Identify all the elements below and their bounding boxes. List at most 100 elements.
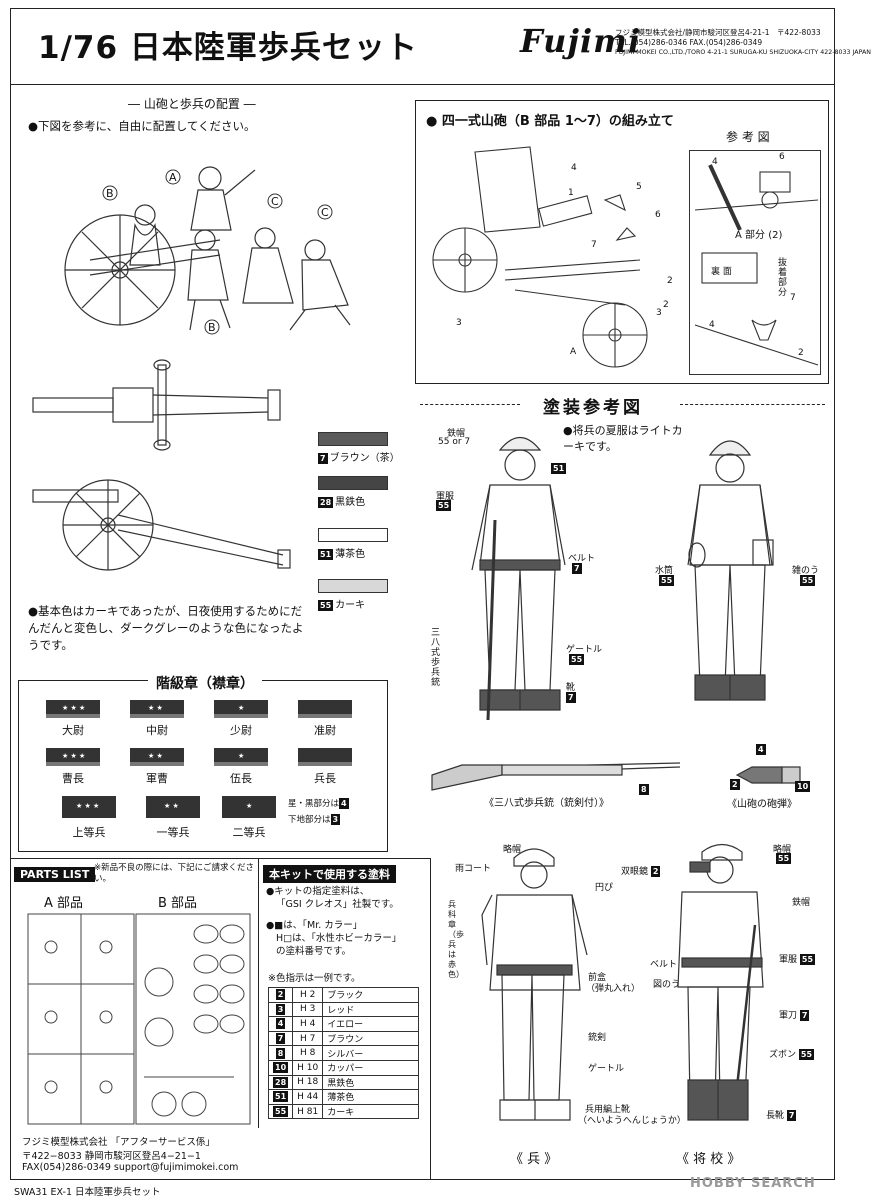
paint-name: レッド xyxy=(322,1001,420,1018)
label-rifle-side: 三八式歩兵銃 xyxy=(431,628,441,688)
sold-label-raincoat: 雨コート xyxy=(455,864,492,874)
paint-h-code: H 7 xyxy=(292,1030,324,1047)
service-contact[interactable]: FAX(054)286-0349 support@fujimimokei.com xyxy=(22,1162,239,1173)
rank-badge-private-1st: ★ ★ xyxy=(146,796,200,818)
paint-list-heading: 本キットで使用する塗料 xyxy=(263,865,396,883)
sprue-a xyxy=(27,913,135,1125)
figure-label-b1: B xyxy=(106,187,114,200)
swatch-gunmetal-code: 28 xyxy=(318,496,334,508)
rifle-caption: 《三八式歩兵銃（銃剣付）》 xyxy=(484,798,609,809)
rank-badge-private-2nd: ★ xyxy=(222,796,276,818)
caption-soldier: 《 兵 》 xyxy=(510,1152,558,1167)
label-bag: 雑のう xyxy=(792,566,820,576)
placement-instruction: ●下図を参考に、自由に配置してください。 xyxy=(28,119,256,133)
rank-badge-superior-private: ★ ★ ★ xyxy=(62,796,116,818)
header-divider xyxy=(10,84,835,85)
parts-note: ※新品不良の際には、下記にご請求ください。 xyxy=(94,863,254,884)
paint-mr-code: 55 xyxy=(273,1106,289,1118)
rank-name-1-3: 少尉 xyxy=(230,724,252,737)
paint-name: イエロー xyxy=(322,1016,420,1032)
paint-h-code: H 3 xyxy=(292,1001,324,1018)
rank-name-3-1: 上等兵 xyxy=(72,826,106,839)
paint-name: シルバー xyxy=(322,1045,420,1061)
paint-name: 薄茶色 xyxy=(322,1089,420,1105)
off-label-trousers-code: 55 xyxy=(798,1049,815,1060)
label-uniform-code: 55 xyxy=(436,500,452,511)
rank-badge-corporal: ★ xyxy=(214,748,268,766)
rank-name-1-1: 大尉 xyxy=(62,724,84,737)
gun-side-view xyxy=(32,479,291,571)
ref-part-2: 2 xyxy=(798,348,804,358)
placement-illustration: A B B C C xyxy=(64,166,351,335)
footer-code: SWA31 EX-1 日本陸軍歩兵セット xyxy=(14,1187,161,1198)
rank-name-2-2: 軍曹 xyxy=(146,772,168,785)
figure-label-b2: B xyxy=(208,321,216,334)
asm-part-2a: 2 xyxy=(667,276,673,286)
parts-list-heading: PARTS LIST xyxy=(14,867,96,882)
paint-line-5: の塗料番号です。 xyxy=(276,946,352,957)
parts-a-label: A 部品 xyxy=(44,896,84,911)
assembly-reference-box xyxy=(689,150,821,375)
asm-part-1: 1 xyxy=(568,188,574,198)
soldier-front-figure xyxy=(471,436,566,721)
rank-name-3-2: 一等兵 xyxy=(156,826,190,839)
company-address-jp: フジミ模型株式会社/静岡市駿河区登呂4-21-1 〒422-8033 xyxy=(615,28,821,37)
asm-part-4: 4 xyxy=(571,163,577,173)
sold-label-pouch-sub: （弾丸入れ） xyxy=(586,984,641,994)
officer-figure xyxy=(677,843,764,1121)
ref-a-part: A 部分 (2) xyxy=(735,230,783,241)
rank-badge-lance-corporal xyxy=(298,748,352,766)
label-gaiters: ゲートル xyxy=(566,645,603,655)
rank-badge-captain: ★ ★ ★ xyxy=(46,700,100,718)
asm-part-7: 7 xyxy=(591,240,597,250)
off-label-sword: 軍刀 xyxy=(779,1011,798,1021)
paint-mr-code: 2 xyxy=(275,989,286,1001)
off-label-cap-code: 55 xyxy=(776,853,792,864)
off-label-belt: ベルト xyxy=(650,960,678,970)
swatch-brown xyxy=(318,432,388,446)
assembly-box xyxy=(415,100,829,384)
swatch-brown-name: ブラウン（茶） xyxy=(329,453,400,464)
paint-line-1: ●キットの指定塗料は、 xyxy=(266,886,370,897)
sold-label-bayonet: 銃剣 xyxy=(588,1033,607,1043)
swatch-light-brown-code: 51 xyxy=(318,548,334,560)
page-title: 1/76 日本陸軍歩兵セット xyxy=(38,30,418,66)
paint-name: カッパー xyxy=(322,1059,420,1076)
placement-heading: ― 山砲と歩兵の配置 ― xyxy=(128,97,256,111)
rifle-drawing xyxy=(431,762,681,791)
swatch-brown-code: 7 xyxy=(318,452,328,464)
asm-part-a: A xyxy=(570,347,577,357)
sold-label-round-pan: 円ぴ xyxy=(595,883,614,893)
ref-part-6: 6 xyxy=(779,152,785,162)
paint-h-code: H 81 xyxy=(292,1103,324,1120)
off-label-map-case: 図のう xyxy=(653,980,681,990)
khaki-note: ●基本色はカーキであったが、日夜使用するためにだんだんと変色し、ダークグレーのよ… xyxy=(28,604,304,652)
rank-name-2-1: 曹長 xyxy=(62,772,84,785)
figure-label-a: A xyxy=(169,171,177,184)
summer-uniform-note: ●将兵の夏服はライトカーキです。 xyxy=(563,424,683,453)
label-boots-code: 7 xyxy=(566,692,576,703)
sold-label-cap: 略帽 xyxy=(503,845,522,855)
label-collar-code: 51 xyxy=(551,463,567,474)
label-helmet: 鉄帽 xyxy=(447,429,466,439)
swatch-light-brown-name: 薄茶色 xyxy=(335,549,366,560)
assembly-reference-drawing xyxy=(694,164,819,366)
swatch-khaki xyxy=(318,579,388,593)
rank-badge-sergeant: ★ ★ xyxy=(130,748,184,766)
asm-part-3a: 3 xyxy=(456,318,462,328)
brand-logo: Fujimi xyxy=(520,22,642,60)
swatch-gunmetal xyxy=(318,476,388,490)
paint-mr-code: 10 xyxy=(273,1062,289,1074)
label-canteen: 水筒 xyxy=(655,566,674,576)
paint-h-code: H 8 xyxy=(292,1045,324,1061)
paint-mr-code: 7 xyxy=(275,1033,286,1045)
off-label-binoculars-code: 2 xyxy=(650,866,661,877)
assembly-heading: ● 四一式山砲（B 部品 1～7）の組み立て xyxy=(426,114,674,129)
assembly-ref-title: 参 考 図 xyxy=(726,130,770,144)
watermark: HOBBY SEARCH xyxy=(690,1176,816,1191)
